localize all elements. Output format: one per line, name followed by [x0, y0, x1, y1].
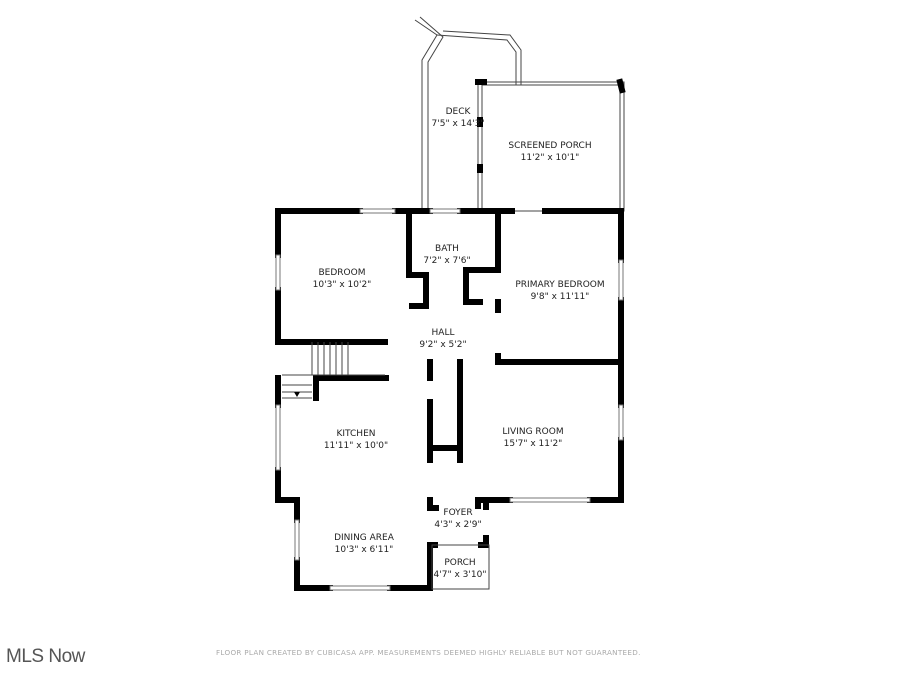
room-name: HALL	[432, 328, 455, 338]
disclaimer-text: FLOOR PLAN CREATED BY CUBICASA APP. MEAS…	[216, 648, 641, 657]
porch-outline	[431, 544, 490, 590]
room-dimensions: 10'3" x 6'11"	[335, 545, 394, 555]
room-dimensions: 11'11" x 10'0"	[324, 441, 388, 451]
room-kitchen: KITCHEN 11'11" x 10'0"	[324, 429, 388, 451]
room-dimensions: 9'2" x 5'2"	[419, 340, 466, 350]
room-name: FOYER	[443, 508, 472, 518]
walls	[275, 208, 624, 591]
room-dimensions: 15'7" x 11'2"	[504, 439, 563, 449]
room-name: SCREENED PORCH	[508, 141, 591, 151]
room-bedroom: BEDROOM 10'3" x 10'2"	[313, 268, 372, 290]
room-dimensions: 9'8" x 11'11"	[531, 292, 590, 302]
room-screened-porch: SCREENED PORCH 11'2" x 10'1"	[508, 141, 591, 163]
room-bath: BATH 7'2" x 7'6"	[423, 244, 470, 266]
room-porch: PORCH 4'7" x 3'10"	[434, 558, 487, 580]
room-name: DECK	[446, 107, 472, 117]
room-name: PRIMARY BEDROOM	[515, 280, 604, 290]
room-dimensions: 4'3" x 2'9"	[434, 520, 481, 530]
room-name: BEDROOM	[319, 268, 366, 278]
mls-now-logo: MLS Now	[6, 646, 85, 667]
room-dimensions: 11'2" x 10'1"	[521, 153, 580, 163]
stairs	[282, 342, 385, 399]
windows	[275, 208, 624, 591]
room-foyer: FOYER 4'3" x 2'9"	[434, 508, 481, 530]
room-name: DINING AREA	[334, 533, 395, 543]
room-dimensions: 4'7" x 3'10"	[434, 570, 487, 580]
room-name: PORCH	[444, 558, 475, 568]
deck-outline	[414, 16, 522, 211]
stair-arrow-icon	[294, 392, 300, 397]
room-dining-area: DINING AREA 10'3" x 6'11"	[334, 533, 395, 555]
room-dimensions: 7'2" x 7'6"	[423, 256, 470, 266]
room-hall: HALL 9'2" x 5'2"	[419, 328, 466, 350]
room-name: BATH	[435, 244, 459, 254]
room-name: KITCHEN	[337, 429, 376, 439]
room-name: LIVING ROOM	[502, 427, 563, 437]
room-living-room: LIVING ROOM 15'7" x 11'2"	[502, 427, 563, 449]
room-dimensions: 10'3" x 10'2"	[313, 280, 372, 290]
room-primary-bedroom: PRIMARY BEDROOM 9'8" x 11'11"	[515, 280, 604, 302]
room-dimensions: 7'5" x 14'3"	[432, 119, 485, 129]
room-deck: DECK 7'5" x 14'3"	[432, 107, 485, 129]
